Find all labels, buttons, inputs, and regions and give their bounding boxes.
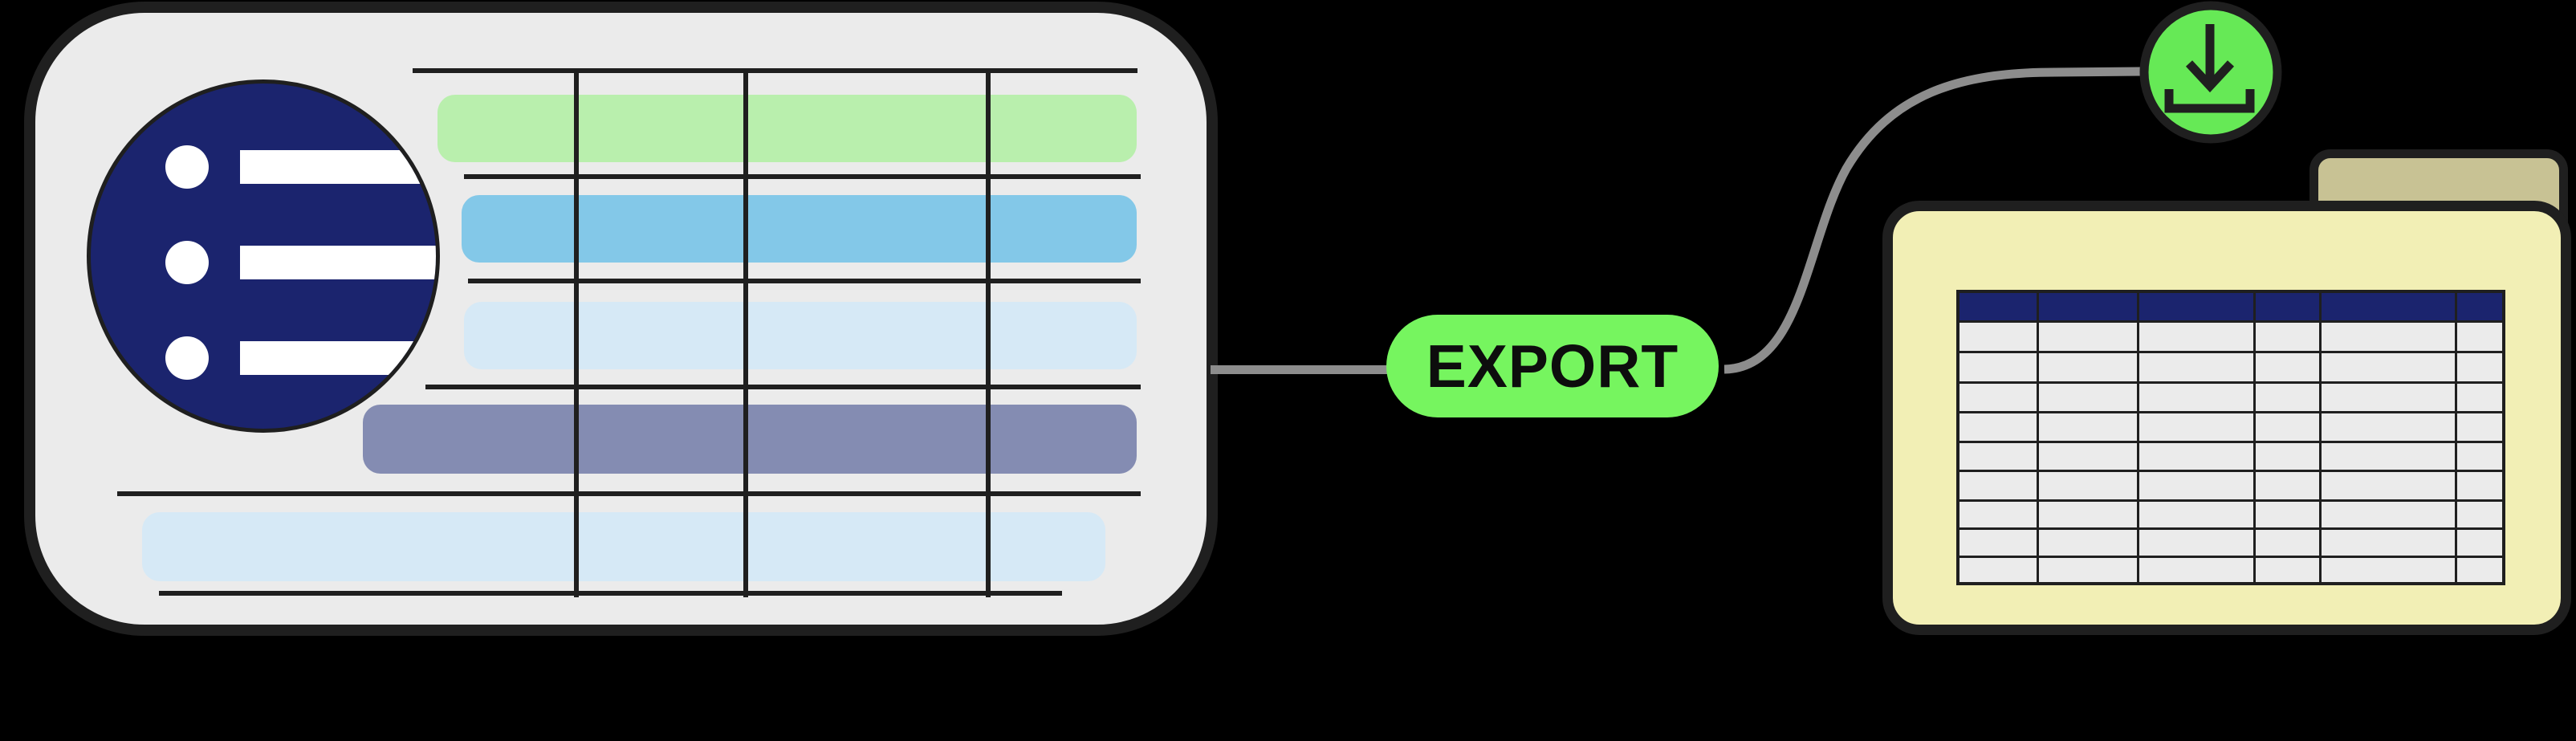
grid-line-vertical — [743, 68, 748, 597]
sheet-grid-line — [1959, 441, 2502, 443]
row-highlight-green — [437, 95, 1137, 162]
sheet-grid-line — [2455, 293, 2457, 582]
grid-line-horizontal — [464, 174, 1141, 179]
grid-line-horizontal — [159, 591, 1062, 596]
sheet-grid-line — [2319, 293, 2322, 582]
connector-curve — [1723, 67, 2146, 374]
export-button[interactable]: EXPORT — [1386, 315, 1719, 417]
export-button-label: EXPORT — [1426, 332, 1679, 400]
sheet-grid-line — [1959, 470, 2502, 472]
sheet-grid-line — [2137, 293, 2139, 582]
spreadsheet — [1956, 290, 2505, 585]
spreadsheet-header-row — [1959, 293, 2502, 320]
list-bullet — [165, 145, 209, 189]
bulleted-list-icon — [87, 79, 440, 433]
sheet-grid-line — [2037, 293, 2039, 582]
connector-line — [1211, 365, 1397, 374]
list-bullet — [165, 336, 209, 380]
sheet-grid-line — [2253, 293, 2256, 582]
sheet-grid-line — [1959, 351, 2502, 353]
grid-line-horizontal — [413, 68, 1137, 73]
sheet-grid-line — [1959, 499, 2502, 502]
sheet-grid-line — [1959, 320, 2502, 323]
grid-line-horizontal — [117, 491, 1141, 496]
download-arrow-head — [2185, 60, 2235, 93]
download-tray — [2164, 89, 2255, 113]
list-bar — [240, 150, 436, 184]
row-highlight-pale-blue-bottom — [142, 512, 1105, 581]
grid-line-horizontal — [468, 279, 1141, 283]
sheet-grid-line — [1959, 381, 2502, 384]
sheet-grid-line — [1959, 411, 2502, 413]
grid-line-vertical — [986, 68, 991, 597]
list-bar — [240, 341, 436, 375]
sheet-grid-line — [1959, 527, 2502, 530]
list-bullet — [165, 241, 209, 284]
list-bar — [240, 246, 436, 279]
sheet-grid-line — [1959, 556, 2502, 558]
row-highlight-slate — [363, 405, 1137, 474]
download-icon[interactable] — [2139, 1, 2282, 144]
grid-line-vertical — [574, 68, 579, 597]
grid-line-horizontal — [425, 385, 1141, 389]
